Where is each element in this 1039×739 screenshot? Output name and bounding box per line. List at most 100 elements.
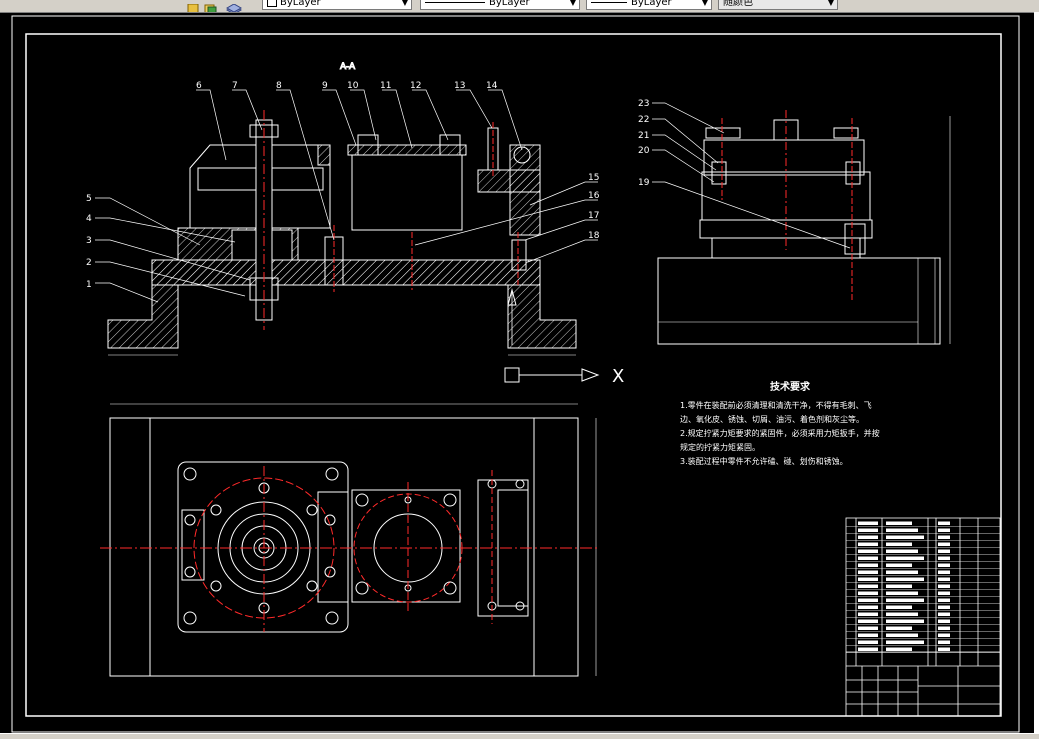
callout-9: 9 xyxy=(322,81,328,91)
bom-cell-text xyxy=(858,577,878,581)
chevron-down-icon[interactable]: ▼ xyxy=(701,0,708,7)
color-combo[interactable]: ByLayer ▼ xyxy=(262,0,412,10)
plan-outline xyxy=(109,417,579,677)
callout-4: 4 xyxy=(86,214,92,224)
sheet-border xyxy=(11,15,1020,733)
bom-cell-text xyxy=(886,563,912,567)
bom-cell-text xyxy=(858,591,878,595)
right-column xyxy=(509,144,541,236)
tech-req-line: 边、氧化皮、锈蚀、切屑、油污、着色剂和灰尘等。 xyxy=(680,414,864,424)
bom-cell-text xyxy=(938,521,950,525)
layer-previous-icon[interactable] xyxy=(204,0,218,12)
tech-req-line: 3.装配过程中零件不允许磕、碰、划伤和锈蚀。 xyxy=(680,456,848,466)
vertical-scrollbar[interactable] xyxy=(1034,12,1039,733)
bom-cell-text xyxy=(886,528,918,532)
callout-15: 15 xyxy=(588,173,599,183)
callout-17: 17 xyxy=(588,211,599,221)
lineweight-combo-value: ByLayer xyxy=(631,0,672,8)
plan-view xyxy=(100,403,600,677)
bom-cell-text xyxy=(938,563,950,567)
bom-cell-text xyxy=(858,549,878,553)
callout-14: 14 xyxy=(486,81,498,91)
tech-req-line: 规定的拧紧力矩紧固。 xyxy=(680,442,760,452)
bom-cell-text xyxy=(938,605,950,609)
bom-cell-text xyxy=(858,633,878,637)
bom-cell-text xyxy=(938,626,950,630)
section-title: A-A xyxy=(340,62,356,72)
callout-labels: 1 2 3 4 5 6 7 8 9 10 11 12 13 14 15 16 1… xyxy=(86,81,650,387)
axis-x-label: X xyxy=(612,366,624,387)
support-pin xyxy=(511,239,527,271)
linetype-combo[interactable]: ByLayer ▼ xyxy=(420,0,580,10)
lineweight-combo[interactable]: ByLayer ▼ xyxy=(586,0,712,10)
plan-side-jaw xyxy=(181,509,205,581)
plan-bolt-circle xyxy=(193,477,335,619)
bom-cell-text xyxy=(938,633,950,637)
side-screw xyxy=(845,161,861,185)
callout-22: 22 xyxy=(638,115,649,125)
bom-cell-text xyxy=(886,584,912,588)
bom-cell-text xyxy=(886,556,924,560)
cad-drawing: A-A xyxy=(11,15,1020,733)
bom-cell-text xyxy=(858,619,878,623)
bom-cell-text xyxy=(886,612,918,616)
bom-cell-text xyxy=(886,619,924,623)
drawing-frame xyxy=(25,33,1002,717)
side-pin xyxy=(844,223,866,255)
chevron-down-icon[interactable]: ▼ xyxy=(569,0,576,7)
bom-cell-text xyxy=(938,591,950,595)
bom-cell-text xyxy=(886,626,912,630)
callout-13: 13 xyxy=(454,81,465,91)
layer-stack-icon[interactable] xyxy=(225,0,243,12)
bom-cell-text xyxy=(858,521,878,525)
bom-cell-text xyxy=(858,598,878,602)
drawing-canvas[interactable]: A-A xyxy=(0,12,1039,738)
bom-cell-text xyxy=(938,570,950,574)
bom-cell-text xyxy=(858,584,878,588)
bom-cell-text xyxy=(886,535,924,539)
plan-clamp-jaw xyxy=(317,491,349,603)
callout-8: 8 xyxy=(276,81,282,91)
tech-req-title: 技术要求 xyxy=(770,380,811,393)
bom-cell-text xyxy=(858,535,878,539)
upper-block xyxy=(189,144,331,229)
side-screw xyxy=(711,161,727,185)
properties-toolbar: ByLayer ▼ ByLayer ▼ ByLayer ▼ 随颜色 ▼ xyxy=(0,0,1039,13)
callout-18: 18 xyxy=(588,231,600,241)
bom-cell-text xyxy=(886,542,912,546)
color-combo-value: ByLayer xyxy=(280,0,321,8)
callout-6: 6 xyxy=(196,81,202,91)
bom-cell-text xyxy=(886,577,924,581)
callout-20: 20 xyxy=(638,146,650,156)
callout-5: 5 xyxy=(86,194,92,204)
lineweight-swatch xyxy=(591,1,627,3)
status-bar xyxy=(0,733,1039,739)
middle-frame xyxy=(351,154,463,231)
bom-rows xyxy=(846,521,1000,653)
callout-12: 12 xyxy=(410,81,421,91)
bom-cell-text xyxy=(938,542,950,546)
ucs-origin-box xyxy=(504,367,520,383)
plot-style-combo[interactable]: 随颜色 ▼ xyxy=(718,0,838,10)
callout-21: 21 xyxy=(638,131,649,141)
bom-cell-text xyxy=(886,521,912,525)
bom-cell-text xyxy=(886,549,918,553)
callout-3: 3 xyxy=(86,236,92,246)
callout-19: 19 xyxy=(638,178,650,188)
side-view xyxy=(652,102,951,345)
bom-cell-text xyxy=(938,577,950,581)
side-knob-left xyxy=(705,127,741,139)
chevron-down-icon[interactable]: ▼ xyxy=(827,0,834,7)
screw-left xyxy=(357,134,379,156)
layer-state-icon[interactable] xyxy=(186,0,200,12)
bom-cell-text xyxy=(886,647,912,651)
tech-req-line: 1.零件在装配前必须清理和清洗干净，不得有毛刺、飞 xyxy=(680,400,872,410)
bom-cell-text xyxy=(938,612,950,616)
bom-cell-text xyxy=(858,570,878,574)
bom-cell-text xyxy=(886,591,918,595)
bom-cell-text xyxy=(858,542,878,546)
color-swatch xyxy=(267,0,277,7)
linetype-combo-value: ByLayer xyxy=(489,0,530,8)
chevron-down-icon[interactable]: ▼ xyxy=(401,0,408,7)
bom-cell-text xyxy=(938,619,950,623)
